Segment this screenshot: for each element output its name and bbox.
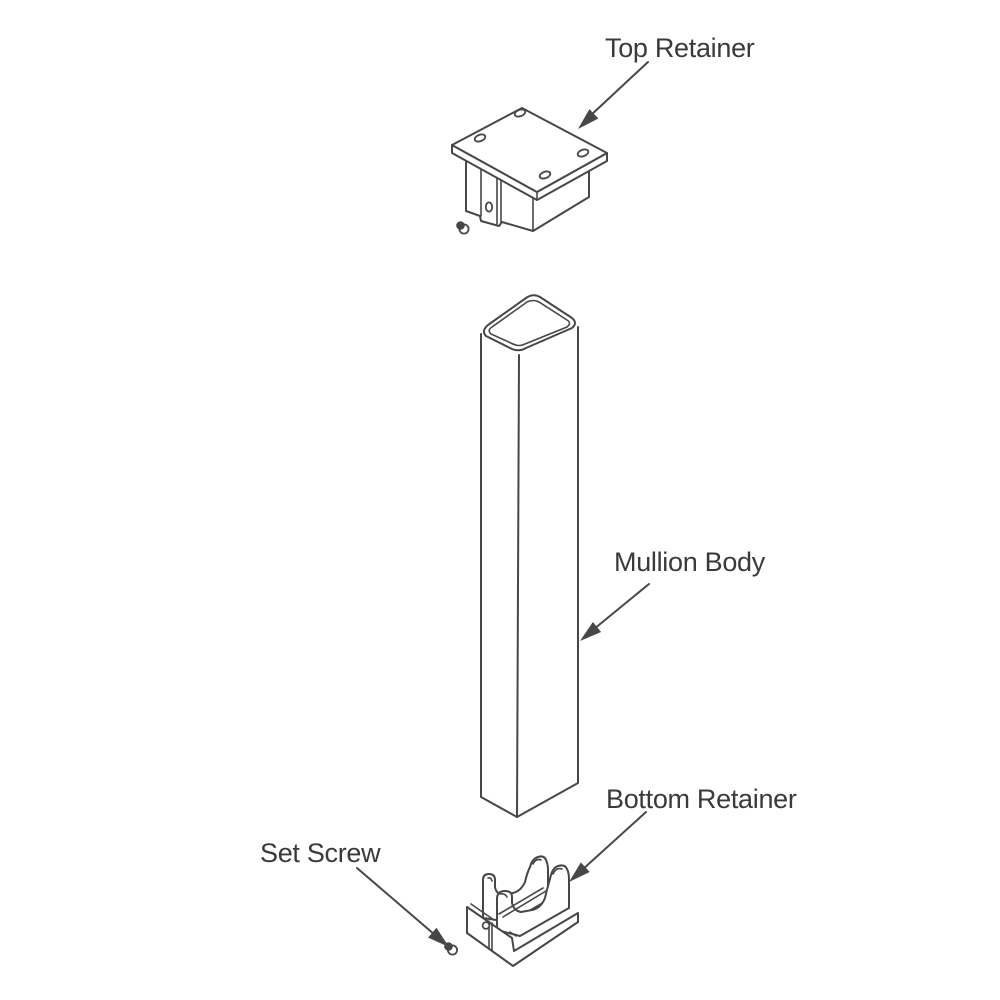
- leader-arrow-mullion-body: [580, 583, 650, 641]
- plate-holes: [473, 108, 590, 180]
- label-top-retainer: Top Retainer: [605, 33, 755, 63]
- side-hole: [484, 201, 494, 213]
- leader-arrow-top-retainer: [578, 61, 649, 129]
- leader-arrow-set-screw: [356, 867, 449, 947]
- label-set-screw: Set Screw: [260, 838, 381, 868]
- bottom-retainer-drawing: [466, 855, 579, 967]
- label-bottom-retainer: Bottom Retainer: [606, 784, 797, 814]
- lip-hole: [481, 921, 491, 930]
- mullion-body-drawing: [480, 294, 579, 818]
- top-retainer-drawing: [451, 107, 608, 232]
- leader-arrow-bottom-retainer: [569, 811, 647, 882]
- label-mullion-body: Mullion Body: [614, 547, 765, 577]
- top-set-screw-drawing: [456, 221, 470, 235]
